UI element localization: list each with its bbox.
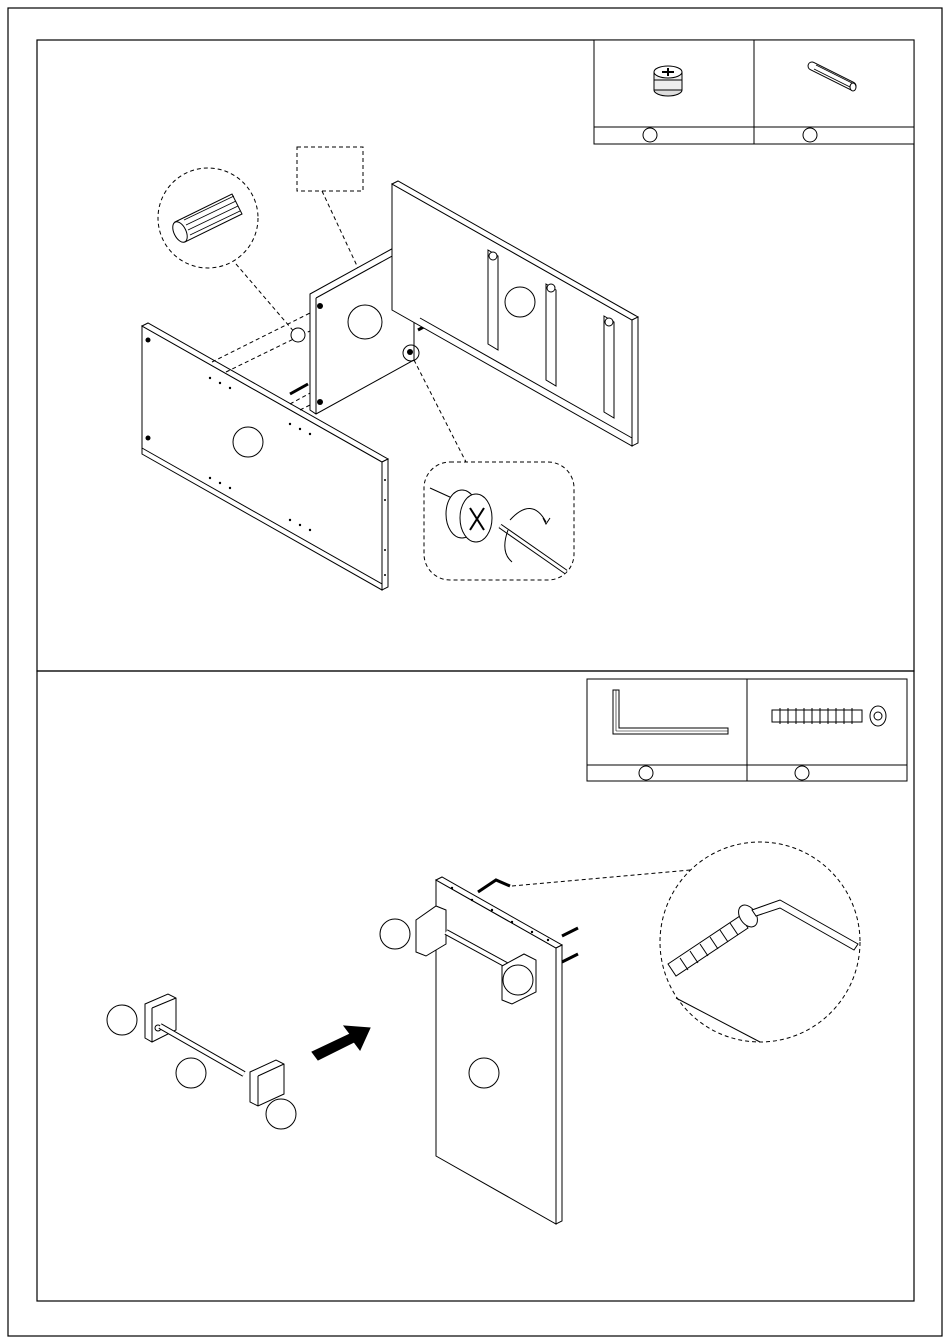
screw-and-allen-key-detail	[512, 842, 860, 1042]
callout-circle	[266, 1099, 296, 1129]
cam-lock-icon	[654, 66, 682, 96]
step-2-parts-table	[587, 679, 907, 781]
callout-circle	[348, 305, 382, 339]
callout-circle	[469, 1058, 499, 1088]
drawer-rail	[546, 284, 556, 386]
right-long-panel	[392, 181, 638, 446]
assembly-direction-arrow-icon	[312, 1026, 370, 1060]
callout-circle	[380, 919, 410, 949]
dowel-detail-view	[158, 168, 296, 334]
callout-circle	[107, 1005, 137, 1035]
part-callout-circle	[643, 128, 657, 142]
callout-circle	[233, 427, 263, 457]
part-callout-circle	[795, 766, 809, 780]
step-1-panel-label-box	[297, 147, 363, 191]
drawer-rail	[604, 316, 614, 418]
callout-circle	[505, 287, 535, 317]
part-callout-circle	[803, 128, 817, 142]
part-callout-circle	[639, 766, 653, 780]
hanging-rod-assembly	[107, 994, 296, 1129]
callout-circle	[176, 1058, 206, 1088]
drawer-rail	[488, 250, 498, 350]
side-panel-with-rod	[380, 877, 578, 1224]
callout-circle	[503, 965, 533, 995]
step-1-parts-table	[594, 40, 914, 144]
